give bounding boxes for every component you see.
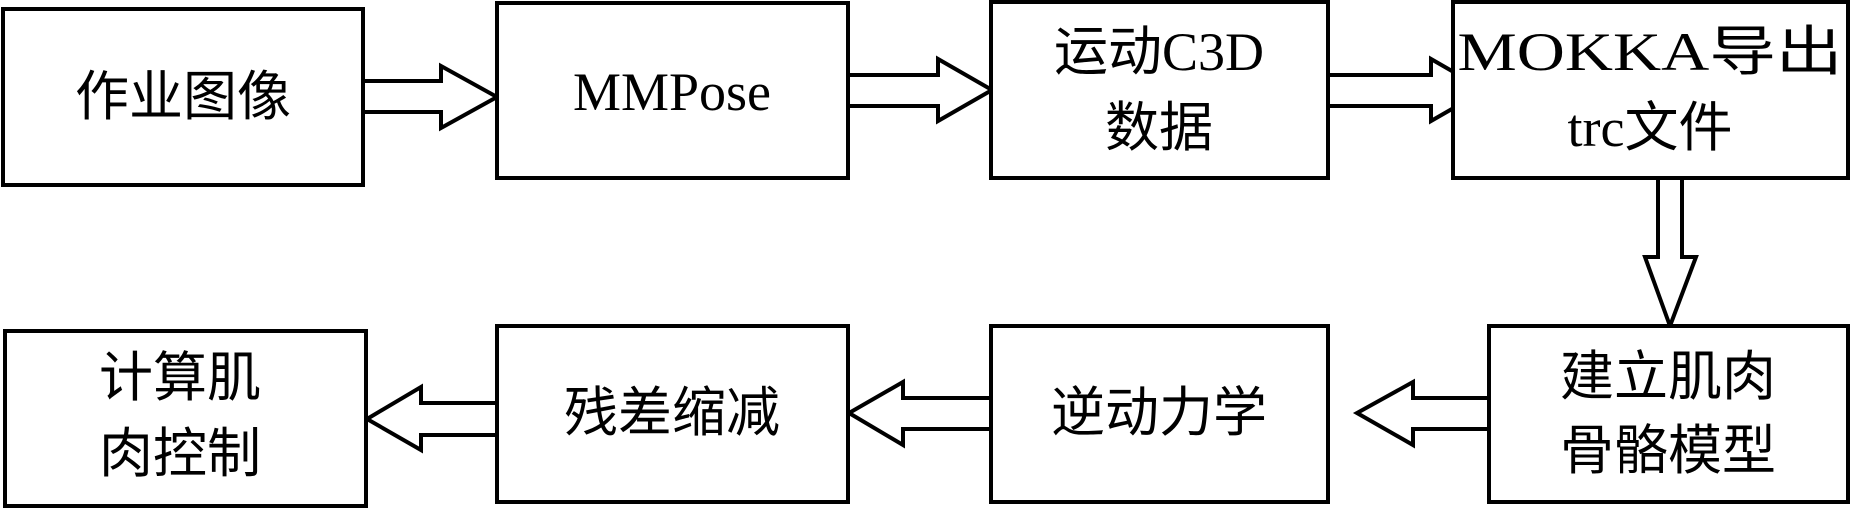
node-n7-label: 残差缩减: [564, 383, 780, 443]
node-n5-label-line1: 建立肌肉: [1560, 347, 1776, 407]
node-n4-label-line1: MOKKA导出: [1458, 22, 1843, 82]
node-n1-label: 作业图像: [75, 67, 291, 127]
node-n2: MMPose: [495, 1, 850, 180]
node-n3: 运动C3D 数据: [989, 0, 1330, 180]
arrow-n4-to-n5: [1642, 176, 1699, 332]
node-n5: 建立肌肉 骨骼模型: [1487, 324, 1850, 504]
node-n4-label-line2: trc文件: [1568, 98, 1733, 158]
node-n8: 计算肌 肉控制: [3, 329, 368, 508]
arrow-n1-to-n2: [361, 62, 502, 132]
arrow-n2-to-n3: [846, 55, 997, 125]
arrow-n7-to-n8: [363, 383, 499, 454]
node-n6: 逆动力学: [989, 324, 1330, 504]
node-n1: 作业图像: [1, 7, 365, 187]
node-n6-label: 逆动力学: [1051, 383, 1267, 443]
node-n3-label-line2: 数据: [1105, 98, 1213, 158]
node-n7: 残差缩减: [495, 324, 850, 504]
node-n8-label-line1: 计算肌: [99, 348, 261, 408]
arrow-n6-to-n7: [845, 378, 993, 449]
node-n8-label-line2: 肉控制: [99, 424, 261, 484]
node-n2-label: MMPose: [573, 62, 771, 122]
arrow-n5-to-n6: [1352, 378, 1491, 449]
node-n3-label-line1: 运动C3D: [1054, 22, 1264, 82]
node-n4: MOKKA导出 trc文件: [1451, 0, 1850, 180]
node-n5-label-line2: 骨骼模型: [1560, 421, 1776, 481]
